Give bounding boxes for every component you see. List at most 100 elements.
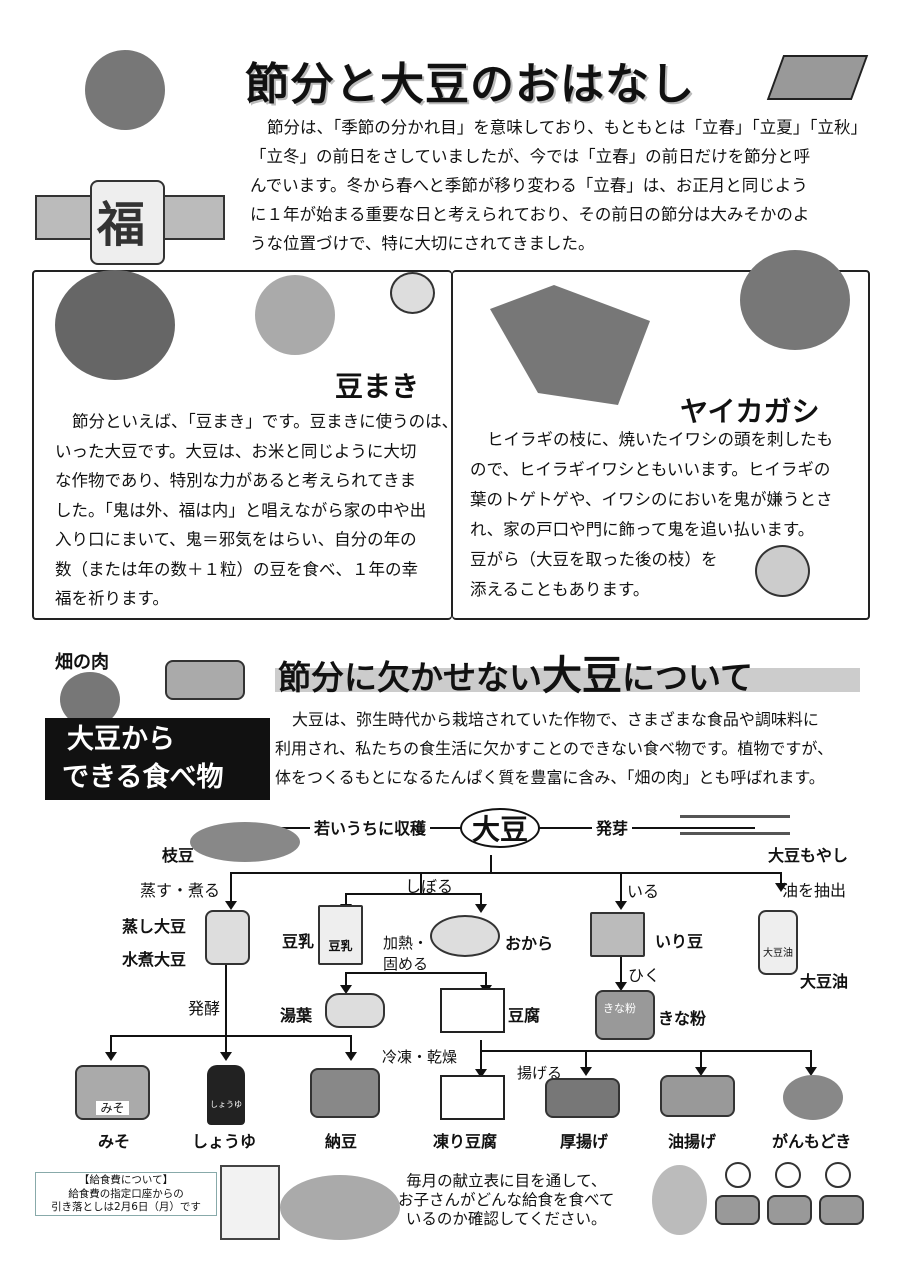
oni-fuku-illustration: 福 — [25, 45, 230, 265]
mamemaki-heading: 豆まき — [335, 370, 420, 403]
book-icon — [766, 55, 869, 100]
arrow — [345, 1035, 357, 1061]
koya-tofu-icon — [440, 1075, 505, 1120]
book-frame-right — [452, 270, 870, 620]
okara-label: おから — [505, 934, 554, 953]
product-ganmodoki: がんもどき — [772, 1132, 852, 1151]
mamemaki-paragraph: 節分といえば、「豆まき」です。豆まきに使うのは、 いった大豆です。大豆は、お米と… — [55, 412, 459, 608]
connector — [420, 872, 422, 894]
yuba-label: 湯葉 — [280, 1006, 313, 1025]
grind-label: ひく — [628, 966, 661, 985]
soy-sauce-bottle-icon: しょうゆ — [207, 1065, 245, 1125]
freeze-dry-label: 冷凍・乾燥 — [382, 1048, 458, 1066]
connector — [345, 893, 480, 895]
child-eating-illustration — [652, 1165, 707, 1235]
squeeze-label: しぼる — [405, 877, 454, 896]
connector — [225, 955, 227, 1035]
ganmodoki-icon — [783, 1075, 843, 1120]
boy-illustration — [255, 275, 335, 355]
arrow — [475, 893, 487, 913]
ferment-label: 発酵 — [188, 999, 221, 1018]
mushi-daizu-label: 蒸し大豆 — [122, 917, 187, 936]
arrow — [695, 1050, 707, 1076]
tofu-label: 豆腐 — [508, 1006, 541, 1025]
intro-paragraph: 節分は、「季節の分かれ目」を意味しており、もともとは「立春」「立夏」「立秋」 「… — [250, 118, 867, 253]
natto-icon — [310, 1068, 380, 1118]
atsuage-icon — [545, 1078, 620, 1118]
product-natto: 納豆 — [325, 1132, 358, 1151]
strong-bean-icon — [60, 672, 120, 727]
meat-icon — [165, 660, 245, 700]
tofu-icon — [440, 988, 505, 1033]
steam-label: 蒸す・煮る — [140, 881, 221, 900]
edamame-icon — [190, 822, 300, 862]
soymilk-pack-icon: 豆乳 — [318, 905, 363, 965]
mizuni-daizu-label: 水煮大豆 — [122, 950, 187, 969]
product-koya-tofu: 凍り豆腐 — [433, 1132, 498, 1151]
arrow — [580, 1050, 592, 1076]
book-frame-left — [32, 270, 452, 620]
arrow — [340, 972, 352, 994]
section2-title: 節分に欠かせない大豆について — [278, 653, 754, 699]
page-title: 節分と大豆のおはなし — [245, 59, 695, 110]
product-atsuage: 厚揚げ — [560, 1132, 609, 1151]
tonyu-label: 豆乳 — [282, 932, 315, 951]
kinako-label: きな粉 — [658, 1009, 707, 1028]
yaikagashi-paragraph: ヒイラギの枝に、焼いたイワシの頭を刺したも ので、ヒイラギイワシともいいます。ヒ… — [470, 430, 834, 599]
connector — [110, 1035, 350, 1037]
connector — [490, 855, 492, 873]
roast-label: いる — [627, 882, 660, 901]
fry-label: 揚げる — [517, 1064, 563, 1082]
section2-paragraph: 大豆は、弥生時代から栽培されていた作物で、さまざまな食品や調味料に 利用され、私… — [275, 710, 834, 787]
arrow — [105, 1035, 117, 1061]
menu-message: 毎月の献立表に目を通して、 お子さんがどんな給食を食べて いるのか確認してくださ… — [398, 1172, 615, 1228]
iri-mame-label: いり豆 — [655, 932, 704, 951]
diagram-center-label: 大豆 — [472, 813, 529, 846]
yuba-icon — [325, 993, 385, 1028]
arrow — [480, 972, 492, 994]
cup-icon — [205, 910, 250, 965]
lunch-fee-notice: 【給食費について】 給食費の指定口座からの 引き落としは2月6日（月）です — [35, 1172, 217, 1216]
board-illustration — [220, 1165, 280, 1240]
arrow — [615, 955, 627, 991]
arrow — [225, 872, 237, 910]
moyashi-label: 大豆もやし — [768, 846, 849, 865]
aburaage-icon — [660, 1075, 735, 1117]
hatake-label: 畑の肉 — [55, 652, 109, 673]
oni-illustration — [55, 270, 175, 380]
bean-character-icon — [755, 545, 810, 597]
connector — [230, 872, 780, 874]
soybean-center — [460, 808, 540, 848]
young-harvest-label: 若いうちに収穫 — [310, 815, 431, 839]
foods-badge: 大豆から できる食べ物 — [45, 718, 270, 800]
arrow — [775, 872, 787, 892]
bean-character-icon — [390, 272, 435, 314]
fuku-sign: 福 — [97, 197, 146, 253]
harden-label: 固める — [383, 955, 429, 973]
heat-label: 加熱・ — [383, 934, 429, 952]
product-shoyu: しょうゆ — [192, 1132, 257, 1151]
meal-icons — [715, 1160, 865, 1235]
miso-icon: みそ — [75, 1065, 150, 1120]
oil-extract-label: 油を抽出 — [782, 881, 847, 900]
okara-bowl-icon — [430, 915, 500, 957]
section2-title-band — [275, 668, 860, 692]
running-oni-illustration — [740, 250, 850, 350]
moyashi-icon — [680, 815, 790, 835]
connector — [345, 972, 485, 974]
product-miso: みそ — [98, 1132, 131, 1151]
roasted-beans-box-icon — [590, 912, 645, 957]
product-aburaage: 油揚げ — [668, 1132, 717, 1151]
arrow — [340, 893, 352, 913]
kinako-bag-icon: きな粉 — [595, 990, 655, 1040]
arrow — [805, 1050, 817, 1076]
arrow — [220, 1035, 232, 1061]
arrow — [615, 872, 627, 910]
edamame-label: 枝豆 — [162, 846, 195, 865]
yaikagashi-heading: ヤイカガシ — [680, 395, 820, 428]
connector — [480, 1050, 810, 1052]
soybean-oil-label: 大豆油 — [800, 972, 849, 991]
sprout-label: 発芽 — [592, 815, 633, 839]
family-illustration — [280, 1175, 400, 1240]
oil-bottle-icon: 大豆油 — [758, 910, 798, 975]
